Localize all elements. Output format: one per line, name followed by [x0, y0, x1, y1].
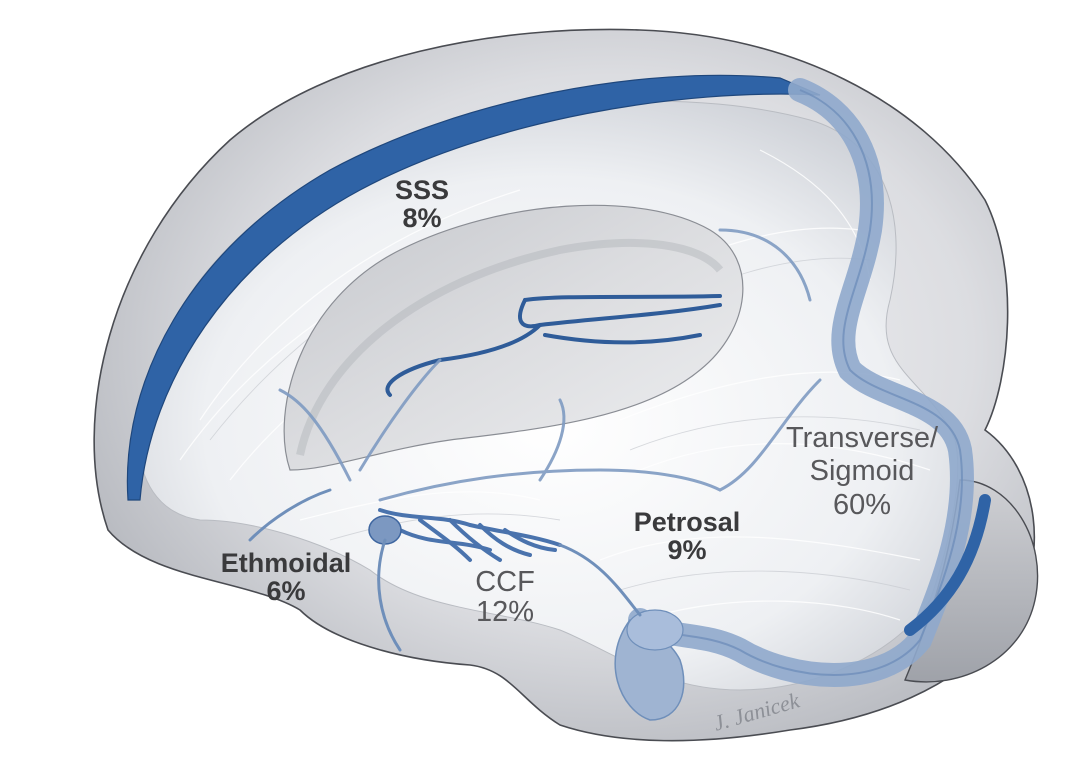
label-transverse-sigmoid: Transverse/ Sigmoid 60% [752, 422, 972, 522]
label-transverse-percent: 60% [752, 489, 972, 522]
label-petrosal-percent: 9% [612, 536, 762, 564]
label-ccf-percent: 12% [455, 597, 555, 627]
label-ethmoidal-percent: 6% [196, 577, 376, 605]
label-ethmoidal: Ethmoidal 6% [196, 549, 376, 606]
label-ccf: CCF 12% [455, 567, 555, 628]
label-ccf-name: CCF [455, 567, 555, 597]
label-sss-percent: 8% [372, 204, 472, 232]
label-petrosal: Petrosal 9% [612, 508, 762, 565]
label-transverse-line1: Transverse/ [752, 422, 972, 455]
label-ethmoidal-name: Ethmoidal [196, 549, 376, 577]
label-sss-name: SSS [372, 176, 472, 204]
sigmoid-bulb [627, 610, 683, 650]
label-sss: SSS 8% [372, 176, 472, 233]
label-petrosal-name: Petrosal [612, 508, 762, 536]
label-transverse-line2: Sigmoid [752, 455, 972, 488]
